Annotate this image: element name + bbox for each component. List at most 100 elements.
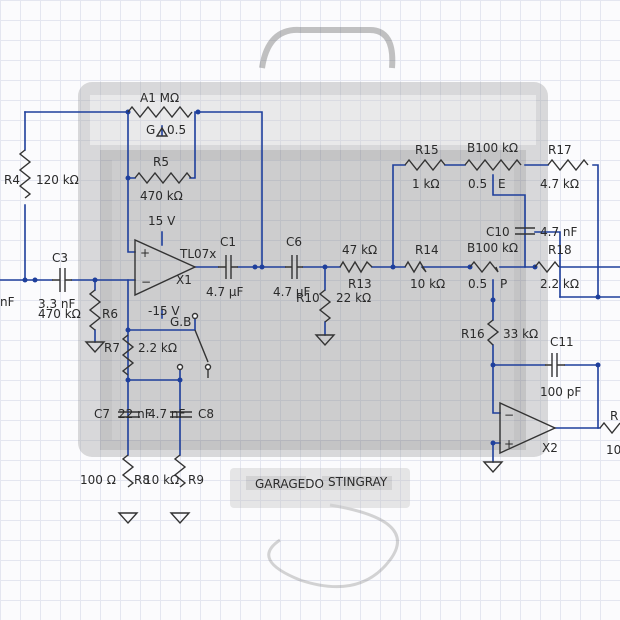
label-a1-sub: G [146,123,155,137]
pot-b100-top [464,158,522,172]
label-r17-value: 4.7 kΩ [540,177,579,191]
label-r18-value: 2.2 kΩ [540,277,579,291]
label-r6-value: 470 kΩ [38,307,81,321]
label-gb: G.B [170,315,191,329]
label-c10-value: 4.7 nF [540,225,578,239]
label-r18: R18 [548,243,572,257]
capacitor-c7 [118,411,140,418]
label-r14-value: 10 kΩ [410,277,445,291]
label-left-nf: nF [0,295,15,309]
label-supply-pos: 15 V [148,214,176,228]
capacitor-c10 [515,227,535,235]
resistor-r17 [547,158,589,172]
svg-text:−: − [504,408,514,422]
svg-text:−: − [141,275,151,289]
label-r4: R4 [4,173,20,187]
ground-r9 [169,512,191,525]
resistor-r15 [404,158,446,172]
label-b100-mid-pos: 0.5 [468,277,487,291]
ground-r8 [117,512,139,525]
label-a1-value: 0.5 [167,123,186,137]
label-c6: C6 [286,235,302,249]
resistor-r6 [88,289,102,331]
label-r5: R5 [153,155,169,169]
resistor-r4 [18,149,32,199]
capacitor-c11 [545,353,565,377]
label-r15: R15 [415,143,439,157]
label-r6: R6 [102,307,118,321]
resistor-r5 [134,171,192,185]
resistor-r18 [534,260,560,274]
opamp-x1 [134,238,197,297]
label-a1: A1 MΩ [140,91,179,105]
label-r13-value: 22 kΩ [336,291,371,305]
label-r10: R10 [296,291,320,305]
resistor-r8 [121,454,135,488]
resistor-a1 [127,105,193,119]
label-r5-value: 470 kΩ [140,189,183,203]
label-r16-value: 33 kΩ [503,327,538,341]
label-opamp1: TL07x [179,247,216,261]
label-r17: R17 [548,143,572,157]
ground-x2 [482,461,504,474]
resistor-r10 [318,289,332,323]
label-c11: C11 [550,335,574,349]
gain-boost-switch [176,312,212,378]
resistor-right [599,421,620,435]
label-r13: R13 [348,277,372,291]
label-b100-mid-sub: P [500,277,507,291]
label-opamp1-ref: X1 [176,273,192,287]
label-b100-top-pos: 0.5 [468,177,487,191]
label-r7: R7 [104,341,120,355]
capacitor-c6 [285,255,303,279]
resistor-r16 [486,319,500,346]
photo-brand-right: STINGRAY [328,475,388,489]
label-r14: R14 [415,243,439,257]
label-r7-value: 2.2 kΩ [138,341,177,355]
ground-r6 [84,341,106,354]
resistor-r13-series [339,260,373,274]
capacitor-c8 [170,411,192,418]
label-r13-top: 47 kΩ [342,243,377,257]
label-c1: C1 [220,235,236,249]
label-r9-value: 10 kΩ [144,473,179,487]
label-r15-value: 1 kΩ [412,177,440,191]
capacitor-c1 [218,255,238,279]
label-supply-neg: -15 V [148,304,180,318]
resistor-r14 [404,260,427,274]
label-c7: C7 [94,407,110,421]
label-right-value: 10 [606,443,620,457]
label-b100-top: B100 kΩ [467,141,518,155]
label-c6-value: 4.7 µF [273,285,311,299]
svg-text:+: + [140,246,150,260]
label-c7-value: 22 nF [118,407,152,421]
label-r8: R8 [134,473,150,487]
label-c10: C10 [486,225,510,239]
label-c3-value: 3.3 nF [38,297,76,311]
label-c3: C3 [52,251,68,265]
resistor-r9 [173,454,187,488]
capacitor-c3 [52,268,72,292]
label-r16: R16 [461,327,485,341]
ground-r10 [314,334,336,347]
label-c8-value: 4.7 nF [148,407,186,421]
label-b100-top-sub: E [498,177,506,191]
label-right-r: R [610,409,618,423]
photo-brand-left: GARAGEDO [255,477,324,491]
label-r9: R9 [188,473,204,487]
label-c8: C8 [198,407,214,421]
label-r4-value: 120 kΩ [36,173,79,187]
label-r8-value: 100 Ω [80,473,116,487]
label-b100-mid: B100 kΩ [467,241,518,255]
label-c1-value: 4.7 µF [206,285,244,299]
opamp-x2 [499,401,557,455]
label-opamp2: X2 [542,441,558,455]
label-c11-value: 100 pF [540,385,581,399]
pot-b100-mid [469,260,499,274]
svg-text:+: + [504,437,514,451]
resistor-r7 [121,334,135,376]
